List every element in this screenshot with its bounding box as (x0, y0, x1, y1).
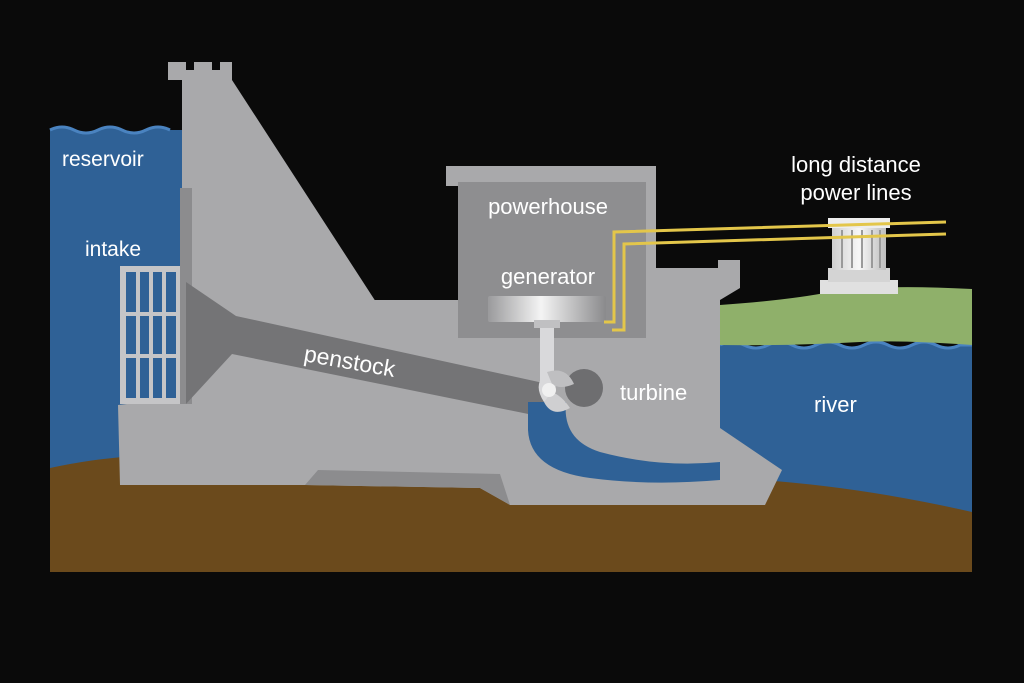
reservoir-surface-wave (49, 125, 171, 135)
base-shadow (305, 470, 510, 505)
generator (488, 296, 606, 322)
intake-label: intake (85, 238, 141, 261)
power-lines-label-line2: power lines (800, 180, 911, 205)
generator-label: generator (501, 264, 595, 289)
turbine-shaft (540, 322, 554, 382)
power-lines-label-line1: long distance (791, 152, 921, 177)
reservoir-label: reservoir (62, 148, 144, 171)
grass-bank (720, 287, 972, 346)
dam-wall (168, 62, 376, 302)
shaft-coupling (534, 320, 560, 328)
power-lines (604, 220, 947, 332)
turbine-label: turbine (620, 380, 687, 405)
draft-tube-water (528, 402, 720, 483)
river-label: river (814, 392, 857, 417)
river-water (720, 342, 972, 512)
transmission-pylon (820, 218, 898, 294)
penstock (186, 282, 548, 418)
turbine (538, 369, 603, 412)
powerhouse-label: powerhouse (488, 194, 608, 219)
